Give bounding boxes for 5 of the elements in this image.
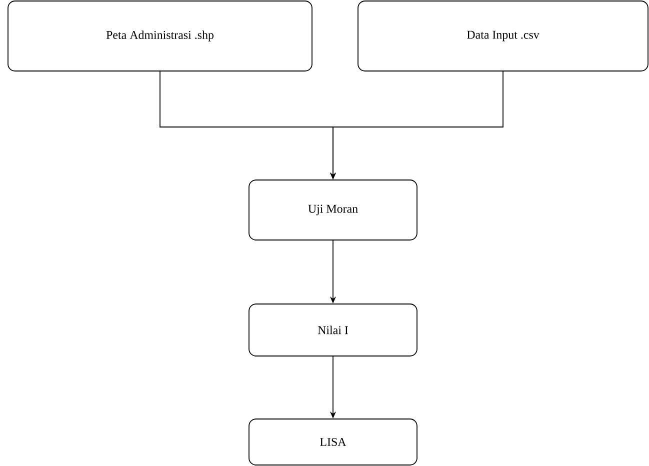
process-box: Uji Moran xyxy=(248,180,418,240)
process-box: LISA xyxy=(248,418,418,466)
process-box: Peta Administrasi .shp xyxy=(8,0,312,72)
process-box: Data Input .csv xyxy=(358,0,648,72)
process-box: Nilai I xyxy=(248,304,418,356)
